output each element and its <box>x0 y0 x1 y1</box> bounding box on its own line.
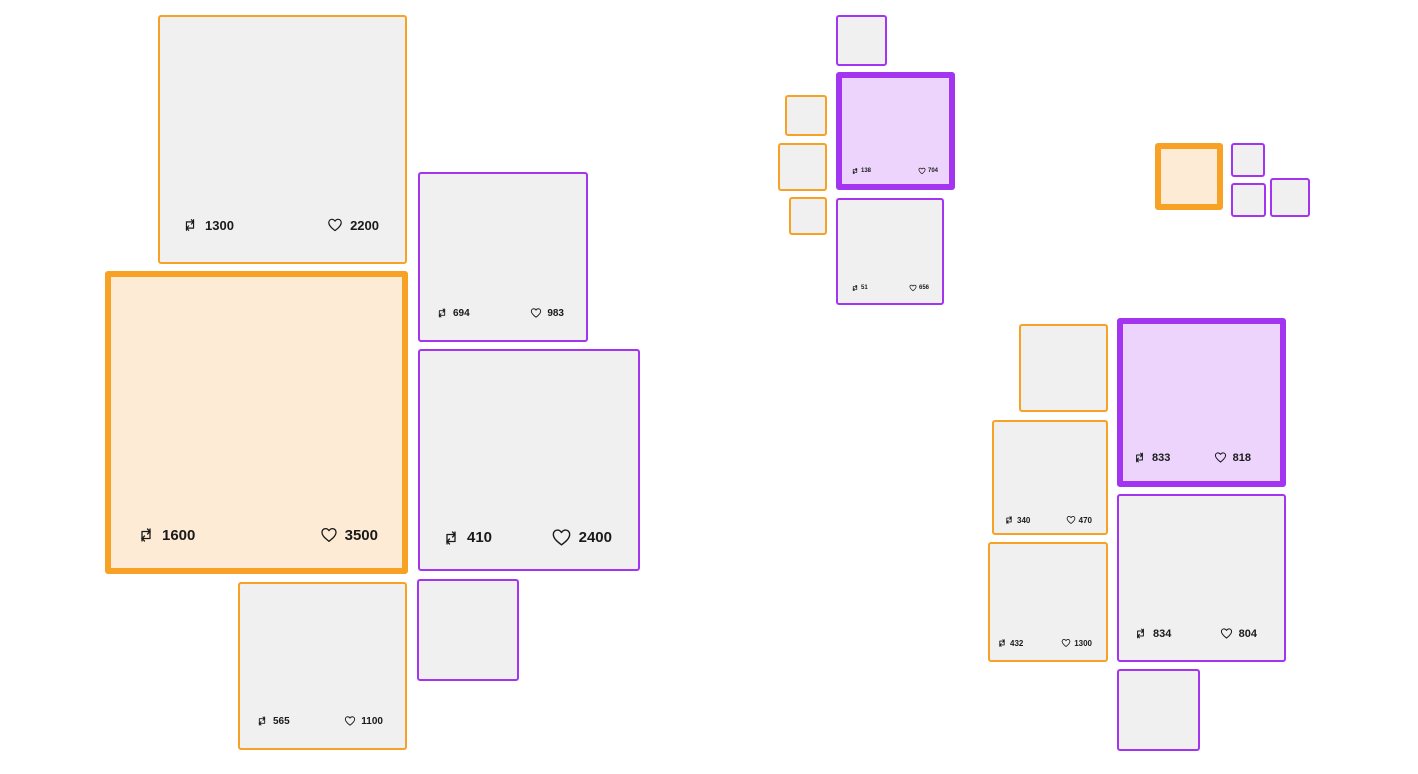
repost-stat: 565 <box>256 715 290 727</box>
heart-icon <box>328 218 342 232</box>
post-stats: 410 2400 <box>442 527 612 548</box>
heart-icon <box>1061 639 1071 647</box>
post-card-orange-empty[interactable] <box>778 143 827 191</box>
repost-count: 432 <box>1010 638 1024 648</box>
repost-count: 340 <box>1017 515 1031 525</box>
repost-icon <box>1137 628 1144 639</box>
repost-stat: 833 <box>1133 451 1170 464</box>
heart-icon <box>909 284 917 292</box>
heart-icon <box>1066 516 1075 524</box>
like-stat: 818 <box>1214 451 1251 464</box>
post-stats: 833 818 <box>1133 451 1251 464</box>
repost-stat: 410 <box>442 529 492 547</box>
post-card-purple-empty[interactable] <box>1231 143 1265 177</box>
heart-icon <box>345 716 356 726</box>
post-stats: 565 1100 <box>256 715 383 727</box>
like-count: 3500 <box>344 526 378 544</box>
repost-icon <box>999 639 1005 647</box>
heart-icon <box>1214 452 1226 463</box>
like-count: 2200 <box>350 217 379 233</box>
like-count: 804 <box>1238 627 1257 640</box>
repost-stat: 834 <box>1134 627 1171 640</box>
like-stat: 704 <box>918 167 938 175</box>
repost-stat: 1600 <box>137 526 195 544</box>
post-card-purple[interactable]: 694 983 <box>418 172 588 342</box>
post-card-purple-selected[interactable]: 833 818 <box>1117 318 1286 487</box>
post-card-purple-empty[interactable] <box>836 15 887 66</box>
heart-icon <box>531 308 542 318</box>
repost-stat: 1300 <box>182 217 234 233</box>
repost-icon <box>141 528 151 542</box>
like-count: 656 <box>918 285 929 291</box>
post-card-orange-empty[interactable] <box>785 95 827 136</box>
like-count: 2400 <box>578 529 612 546</box>
like-stat: 656 <box>909 284 929 292</box>
repost-stat: 138 <box>851 167 871 175</box>
like-count: 470 <box>1078 515 1092 525</box>
post-stats: 1600 3500 <box>137 526 378 544</box>
post-stats: 340 470 <box>1004 515 1092 525</box>
like-count: 818 <box>1232 451 1251 464</box>
repost-icon <box>446 530 456 545</box>
post-card-orange[interactable]: 1300 2200 <box>158 15 407 264</box>
post-card-purple[interactable]: 51 656 <box>836 198 944 305</box>
repost-count: 1300 <box>205 217 234 233</box>
post-card-orange[interactable]: 565 1100 <box>238 582 407 750</box>
post-card-orange-empty[interactable] <box>1019 324 1108 412</box>
like-stat: 983 <box>530 307 564 319</box>
post-card-orange-selected[interactable]: 1600 3500 <box>105 271 408 574</box>
repost-count: 410 <box>467 529 493 546</box>
post-card-orange[interactable]: 340 470 <box>992 420 1108 535</box>
like-count: 1300 <box>1074 638 1092 648</box>
repost-stat: 432 <box>997 638 1023 648</box>
post-card-purple-empty[interactable] <box>1231 183 1266 217</box>
like-stat: 470 <box>1066 515 1092 525</box>
repost-count: 51 <box>861 285 868 291</box>
repost-icon <box>852 284 858 292</box>
like-count: 983 <box>547 307 564 319</box>
repost-count: 565 <box>273 715 290 727</box>
heart-icon <box>552 529 570 546</box>
repost-stat: 51 <box>851 284 868 292</box>
like-stat: 3500 <box>320 526 378 544</box>
heart-icon <box>320 527 337 542</box>
repost-icon <box>438 308 446 318</box>
repost-stat: 340 <box>1004 515 1030 525</box>
post-card-purple-selected[interactable]: 138 704 <box>836 72 955 190</box>
heart-icon <box>1220 628 1232 639</box>
repost-count: 694 <box>453 307 470 319</box>
repost-icon <box>852 167 858 175</box>
post-stats: 432 1300 <box>997 638 1092 648</box>
post-card-orange[interactable]: 432 1300 <box>988 542 1108 662</box>
post-card-purple[interactable]: 834 804 <box>1117 494 1286 662</box>
post-stats: 138 704 <box>851 167 938 175</box>
like-stat: 1100 <box>344 715 383 727</box>
heart-icon <box>918 167 926 175</box>
repost-icon <box>1006 516 1012 524</box>
repost-stat: 694 <box>436 307 470 319</box>
like-count: 704 <box>927 168 938 174</box>
post-stats: 51 656 <box>851 284 929 292</box>
post-card-purple-empty[interactable] <box>1270 178 1310 217</box>
post-card-orange-empty[interactable] <box>789 197 827 235</box>
post-card-purple-empty[interactable] <box>1117 669 1200 751</box>
repost-count: 834 <box>1153 627 1172 640</box>
like-stat: 1300 <box>1061 638 1092 648</box>
repost-count: 1600 <box>162 526 196 544</box>
like-stat: 2400 <box>551 527 612 548</box>
like-stat: 804 <box>1220 627 1257 640</box>
post-stats: 694 983 <box>436 307 564 319</box>
repost-icon <box>185 219 195 231</box>
repost-count: 138 <box>861 168 872 174</box>
post-card-orange-selected[interactable] <box>1155 143 1223 210</box>
post-card-purple[interactable]: 410 2400 <box>418 349 640 571</box>
repost-icon <box>258 716 266 726</box>
repost-icon <box>1136 452 1143 463</box>
post-stats: 834 804 <box>1134 627 1257 640</box>
post-card-purple-empty[interactable] <box>417 579 519 681</box>
like-stat: 2200 <box>327 217 379 233</box>
post-stats: 1300 2200 <box>182 217 379 233</box>
repost-count: 833 <box>1152 451 1171 464</box>
like-count: 1100 <box>361 715 383 727</box>
